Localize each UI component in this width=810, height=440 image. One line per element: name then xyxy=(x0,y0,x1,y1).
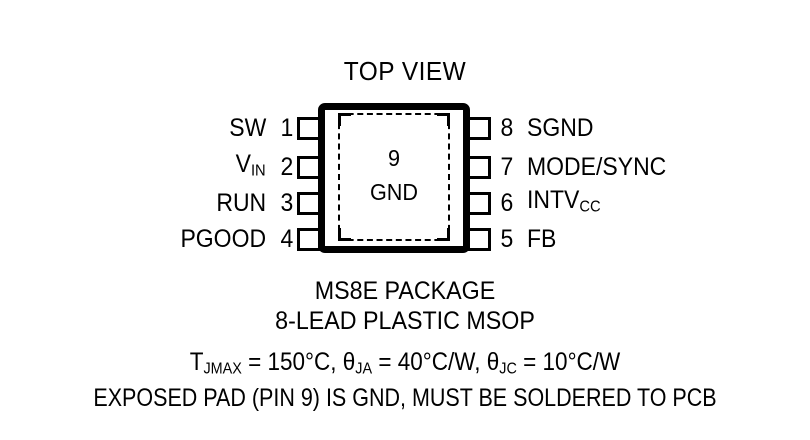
tjmax-subscript: JMAX xyxy=(203,360,242,378)
pin-number-8: 8 xyxy=(500,114,514,142)
theta-jc-symbol: θ xyxy=(486,348,500,376)
package-type-caption: 8-LEAD PLASTIC MSOP xyxy=(275,307,535,335)
package-body xyxy=(318,103,470,253)
exposed-pad-corner-bottom-left xyxy=(338,228,351,241)
pin-label-row-6: 6 INTVCC xyxy=(496,187,810,217)
pin-name-sw: SW xyxy=(229,114,267,142)
pin-number-2: 2 xyxy=(280,153,294,181)
lead-pin-8 xyxy=(467,117,491,140)
tjmax-value: = 150°C, xyxy=(241,348,343,376)
pin-name-vin-subscript: IN xyxy=(251,162,267,180)
exposed-pad-note-caption: EXPOSED PAD (PIN 9) IS GND, MUST BE SOLD… xyxy=(93,384,717,412)
pin-label-row-5: 5 FB xyxy=(496,225,810,253)
exposed-pad-number: 9 xyxy=(387,145,401,171)
exposed-pad-corner-top-right xyxy=(437,113,450,126)
pin-name-fb: FB xyxy=(526,225,557,253)
pin-name-mode-sync: MODE/SYNC xyxy=(526,153,667,181)
pin-label-row-3: RUN 3 xyxy=(0,189,296,217)
pin-name-vin: VIN xyxy=(236,149,267,180)
theta-ja-value: = 40°C/W, xyxy=(372,348,487,376)
pin-label-row-4: PGOOD 4 xyxy=(0,225,296,253)
lead-pin-7 xyxy=(467,156,491,179)
theta-jc-value: = 10°C/W xyxy=(516,348,621,376)
pin-name-sgnd: SGND xyxy=(526,114,594,142)
lead-pin-6 xyxy=(467,192,491,215)
pin-number-5: 5 xyxy=(500,225,514,253)
pin-number-6: 6 xyxy=(500,189,514,217)
exposed-pad-corner-bottom-right xyxy=(437,228,450,241)
exposed-pad-label: GND xyxy=(369,179,419,205)
pin-name-run: RUN xyxy=(216,189,267,217)
package-name-caption: MS8E PACKAGE xyxy=(314,277,496,305)
pin-number-3: 3 xyxy=(280,189,294,217)
pin-number-4: 4 xyxy=(280,225,294,253)
theta-ja-subscript: JA xyxy=(355,360,373,378)
pin-label-row-2: VIN 2 xyxy=(0,151,296,181)
exposed-pad-corner-top-left xyxy=(338,113,351,126)
pin-number-1: 1 xyxy=(280,114,294,142)
pin-label-row-7: 7 MODE/SYNC xyxy=(496,153,810,181)
pin-label-row-1: SW 1 xyxy=(0,114,296,142)
pin-number-7: 7 xyxy=(500,153,514,181)
pin-label-row-8: 8 SGND xyxy=(496,114,810,142)
exposed-pad-outline xyxy=(338,113,450,241)
pin-name-pgood: PGOOD xyxy=(180,225,267,253)
package-outline: 9 GND xyxy=(297,103,491,253)
pin-name-intvcc: INTVCC xyxy=(526,185,601,216)
pin-name-intvcc-subscript: CC xyxy=(579,198,601,216)
lead-pin-5 xyxy=(467,228,491,251)
tjmax-symbol: T xyxy=(189,348,204,376)
theta-ja-symbol: θ xyxy=(342,348,356,376)
thermal-spec-caption: TJMAX = 150°C, θJA = 40°C/W, θJC = 10°C/… xyxy=(41,347,770,385)
top-view-title: TOP VIEW xyxy=(343,56,467,86)
exposed-pad-text: 9 GND xyxy=(323,141,466,209)
theta-jc-subscript: JC xyxy=(499,360,517,378)
